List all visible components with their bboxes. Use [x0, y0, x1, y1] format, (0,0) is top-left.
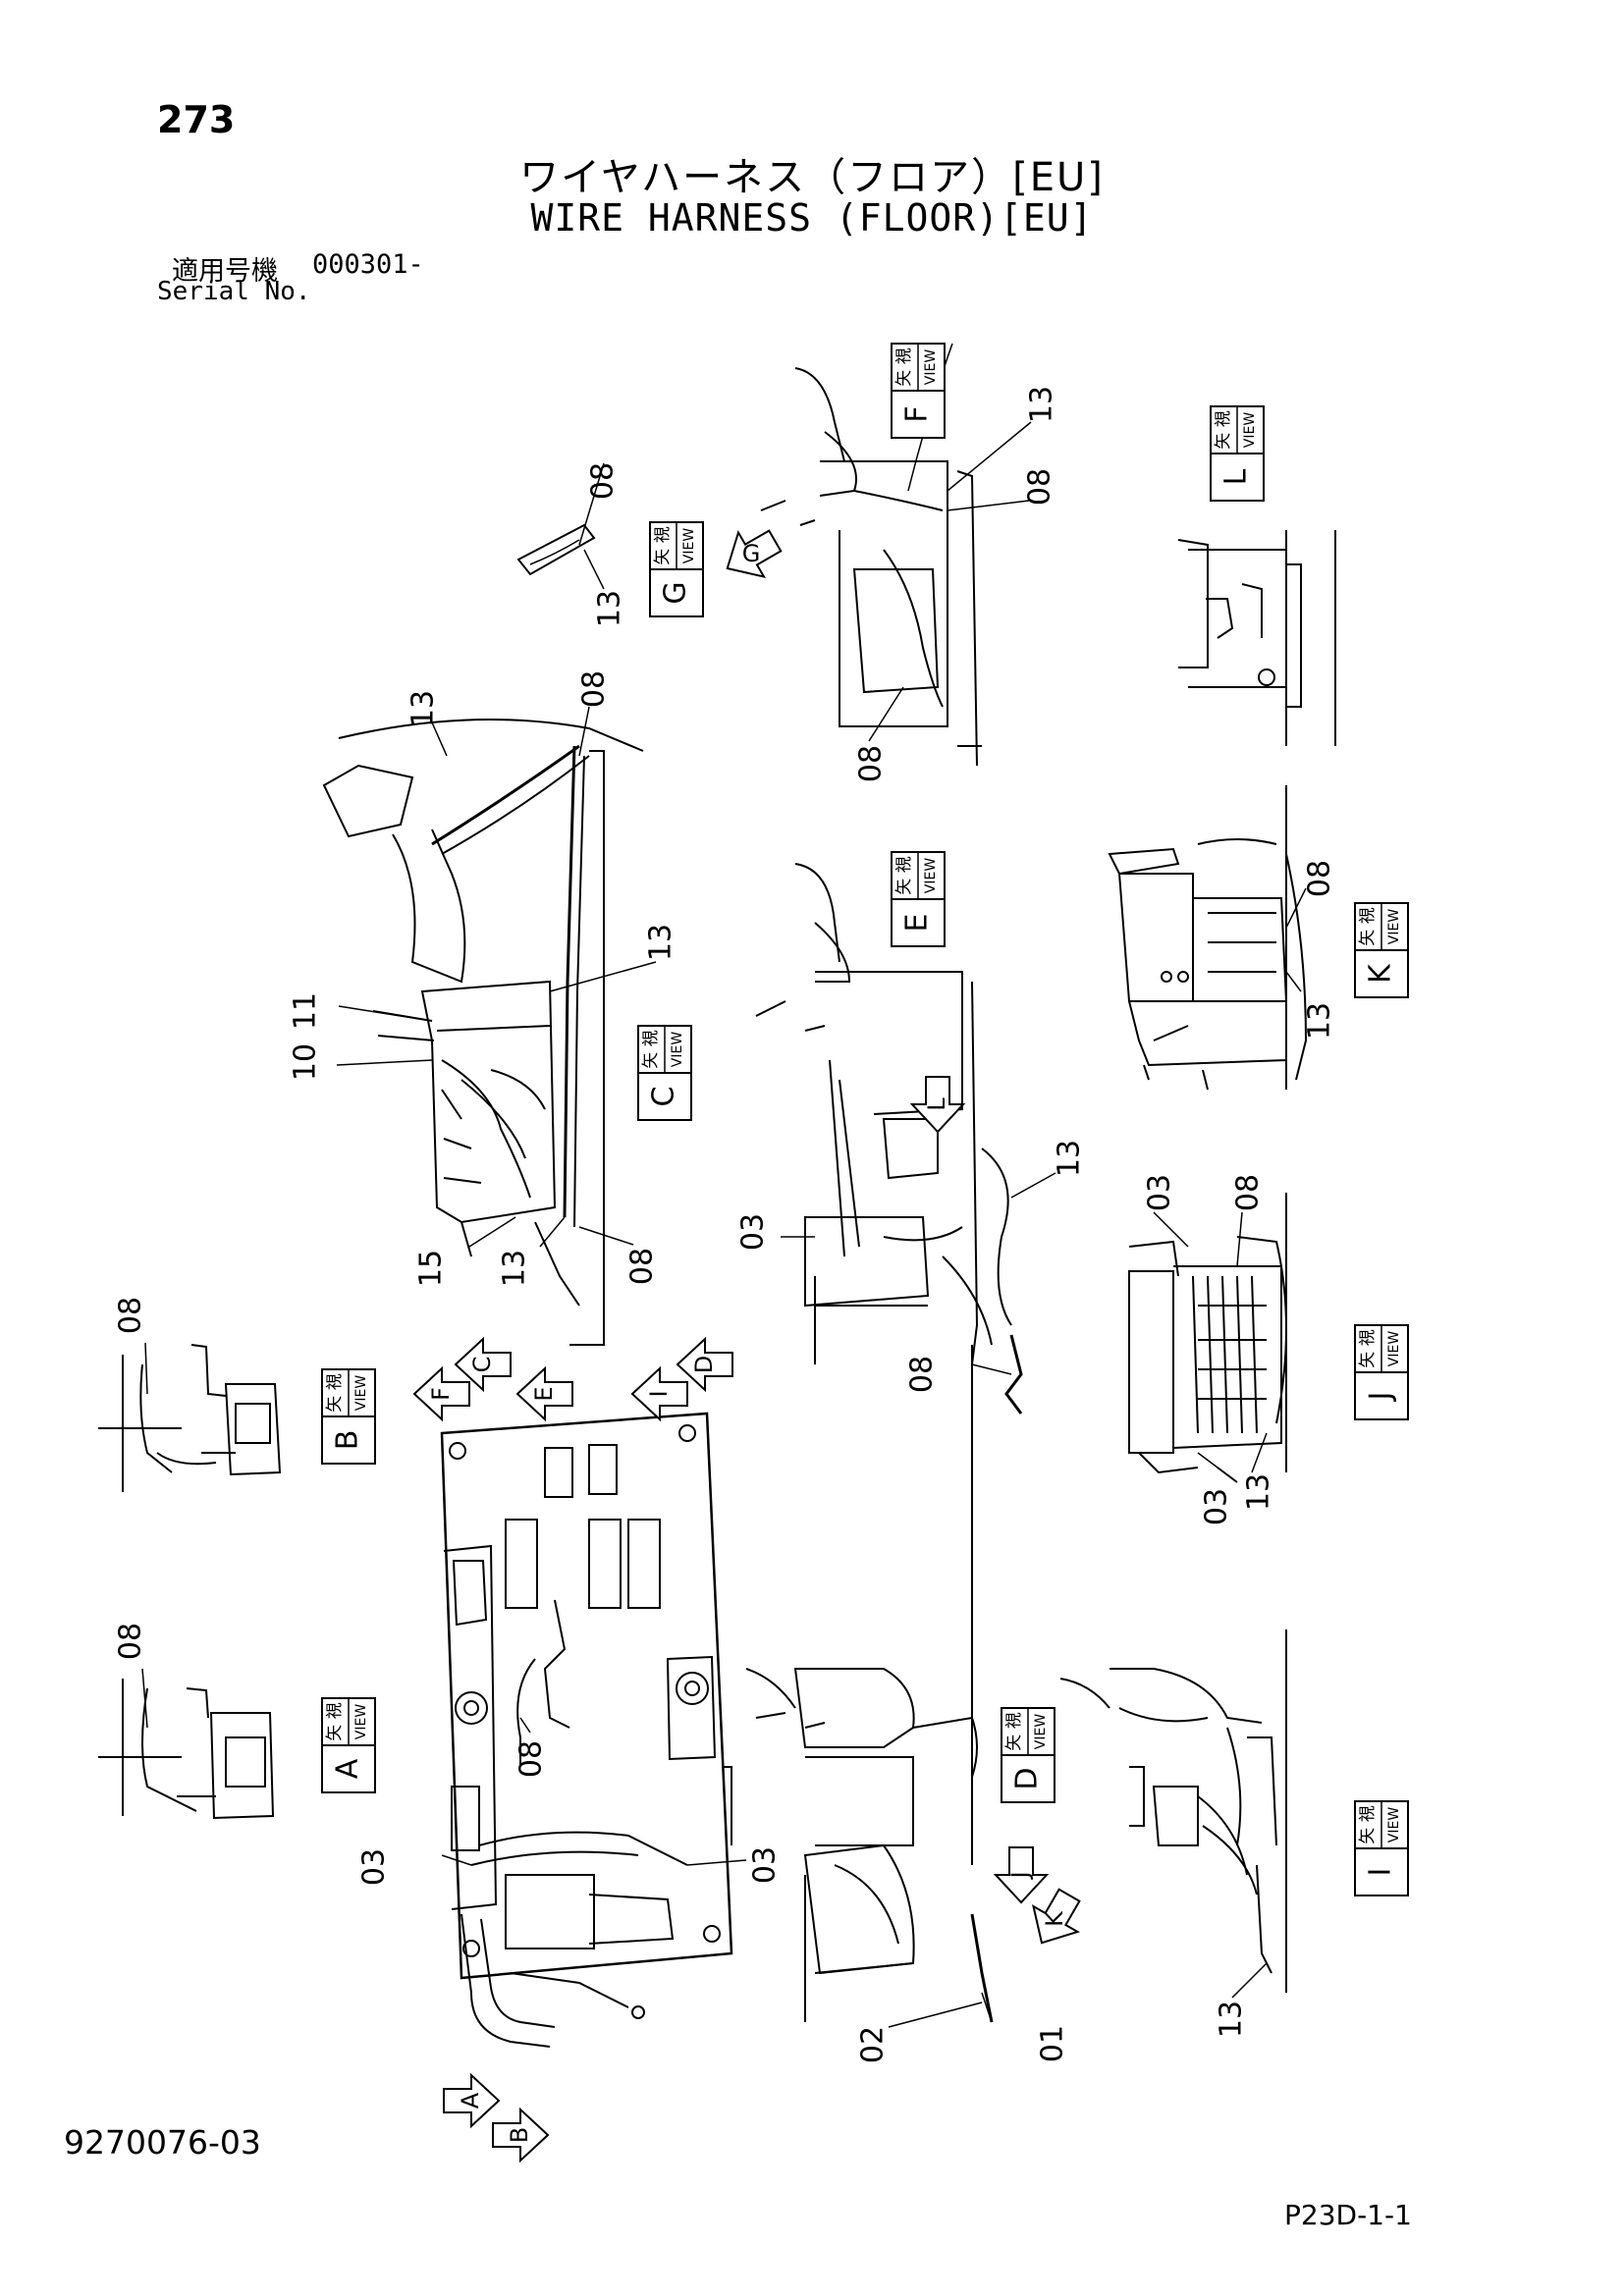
arrow-j	[993, 1846, 1050, 1904]
part-number-callout-13: 13	[644, 924, 678, 961]
part-number-callout-01: 01	[1036, 2025, 1070, 2062]
part-number-callout-10: 10	[289, 1043, 323, 1081]
arrow-f	[412, 1365, 470, 1422]
view-box-k-jp: 矢 視	[1358, 907, 1378, 945]
part-number-callout-13: 13	[1215, 2001, 1249, 2038]
part-number-callout-03: 03	[748, 1846, 783, 1884]
view-box-k-letter: K	[1364, 963, 1398, 984]
arrow-a-letter: A	[457, 2092, 484, 2109]
part-number-callout-08: 08	[114, 1297, 148, 1334]
view-box-i-en: VIEW	[1386, 1807, 1402, 1843]
page-code: P23D-1-1	[1284, 2199, 1412, 2231]
part-number-callout-08: 08	[1231, 1174, 1266, 1211]
part-number-callout-08: 08	[514, 1740, 549, 1778]
document-number: 9270076-03	[64, 2123, 261, 2162]
view-box-j-jp: 矢 視	[1358, 1329, 1378, 1367]
part-number-callout-03: 03	[1200, 1488, 1234, 1525]
view-box-g-jp: 矢 視	[653, 526, 673, 564]
arrow-e-letter: E	[530, 1386, 558, 1401]
arrow-j-letter: J	[1006, 1871, 1034, 1880]
view-box-l-jp: 矢 視	[1214, 410, 1233, 449]
part-number-callout-08: 08	[114, 1623, 148, 1660]
arrow-g	[726, 529, 783, 579]
view-boxes	[321, 343, 1409, 1896]
part-number-callout-08: 08	[1023, 468, 1057, 506]
view-box-a-en: VIEW	[353, 1704, 369, 1740]
view-box-i-letter: I	[1364, 1868, 1398, 1877]
arrow-d	[676, 1336, 733, 1393]
part-number-callout-13: 13	[1303, 1002, 1337, 1040]
part-number-callout-08: 08	[854, 745, 889, 782]
view-box-e-jp: 矢 視	[894, 856, 914, 894]
view-box-l-en: VIEW	[1242, 412, 1258, 449]
view-box-f-en: VIEW	[923, 349, 939, 386]
arrow-g-letter: G	[742, 540, 761, 567]
arrow-d-letter: D	[690, 1356, 718, 1373]
view-box-j-letter: J	[1364, 1392, 1398, 1403]
view-box-c-jp: 矢 視	[641, 1030, 661, 1068]
part-number-callout-03: 03	[736, 1213, 771, 1251]
view-box-f-letter: F	[900, 405, 935, 422]
view-box-g-en: VIEW	[681, 528, 697, 564]
arrow-l	[909, 1076, 966, 1134]
arrow-k	[1031, 1888, 1081, 1945]
arrow-i	[630, 1365, 688, 1422]
arrow-b-letter: B	[506, 2127, 533, 2143]
page-number: 273	[157, 98, 236, 141]
view-box-l-letter: L	[1219, 468, 1254, 485]
part-number-callout-08: 08	[586, 462, 621, 500]
serial-label-japanese: 適用号機	[172, 256, 278, 287]
title-english: WIRE HARNESS (FLOOR)[EU]	[530, 196, 1094, 240]
part-number-callout-13: 13	[593, 590, 627, 627]
part-number-callout-11: 11	[289, 992, 323, 1030]
view-box-c-letter: C	[647, 1087, 681, 1107]
view-box-b-jp: 矢 視	[325, 1373, 345, 1412]
diagram-labels: 矢 視 VIEW F 矢 視 VIEW G 矢 視 VIEW L 矢 視 VIEW C 矢 視 VIEW E…	[114, 347, 1403, 2143]
direction-arrows	[412, 529, 1081, 2163]
arrow-c	[454, 1336, 512, 1393]
arrow-i-letter: I	[645, 1390, 673, 1397]
part-number-callout-13: 13	[498, 1250, 532, 1287]
arrow-e	[515, 1365, 573, 1422]
view-box-j-en: VIEW	[1386, 1331, 1402, 1367]
view-box-a-letter: A	[331, 1758, 365, 1779]
arrow-k-letter: K	[1041, 1910, 1068, 1927]
part-number-callout-13: 13	[406, 690, 441, 727]
part-number-callout-03: 03	[357, 1848, 392, 1886]
view-box-d-jp: 矢 視	[1004, 1712, 1024, 1750]
arrow-f-letter: F	[427, 1387, 455, 1401]
arrow-c-letter: C	[468, 1357, 496, 1373]
part-number-callout-13: 13	[1053, 1140, 1087, 1177]
view-box-b-letter: B	[331, 1430, 365, 1451]
part-number-callout-02: 02	[856, 2026, 891, 2063]
view-box-b-en: VIEW	[353, 1375, 369, 1412]
view-box-i-jp: 矢 視	[1358, 1805, 1378, 1843]
part-number-callout-13: 13	[1242, 1473, 1276, 1511]
part-number-callout-08: 08	[905, 1356, 940, 1393]
view-box-c-en: VIEW	[670, 1032, 685, 1068]
arrow-a	[443, 2072, 501, 2129]
view-box-d-letter: D	[1010, 1767, 1045, 1789]
serial-number-value: 000301-	[312, 249, 424, 280]
view-box-a-jp: 矢 視	[325, 1702, 345, 1740]
arrow-b	[492, 2107, 550, 2163]
view-box-k-en: VIEW	[1386, 909, 1402, 945]
line-art	[98, 343, 1336, 2048]
part-number-callout-15: 15	[414, 1250, 449, 1287]
title-japanese: ワイヤハーネス（フロア）[EU]	[519, 155, 1105, 200]
serial-label-english: Serial No.	[157, 277, 311, 306]
view-box-e-en: VIEW	[923, 858, 939, 894]
leader-lines	[141, 421, 1307, 2028]
part-number-callout-13: 13	[1025, 386, 1059, 423]
part-number-callout-03: 03	[1143, 1174, 1177, 1211]
view-box-f-jp: 矢 視	[894, 347, 914, 386]
part-number-callout-08: 08	[577, 670, 612, 708]
part-number-callout-08: 08	[1303, 860, 1337, 897]
view-box-d-en: VIEW	[1033, 1714, 1049, 1750]
arrow-l-letter: L	[923, 1097, 950, 1111]
part-number-callout-08: 08	[625, 1248, 660, 1285]
view-box-e-letter: E	[900, 914, 935, 933]
view-box-g-letter: G	[659, 581, 693, 604]
